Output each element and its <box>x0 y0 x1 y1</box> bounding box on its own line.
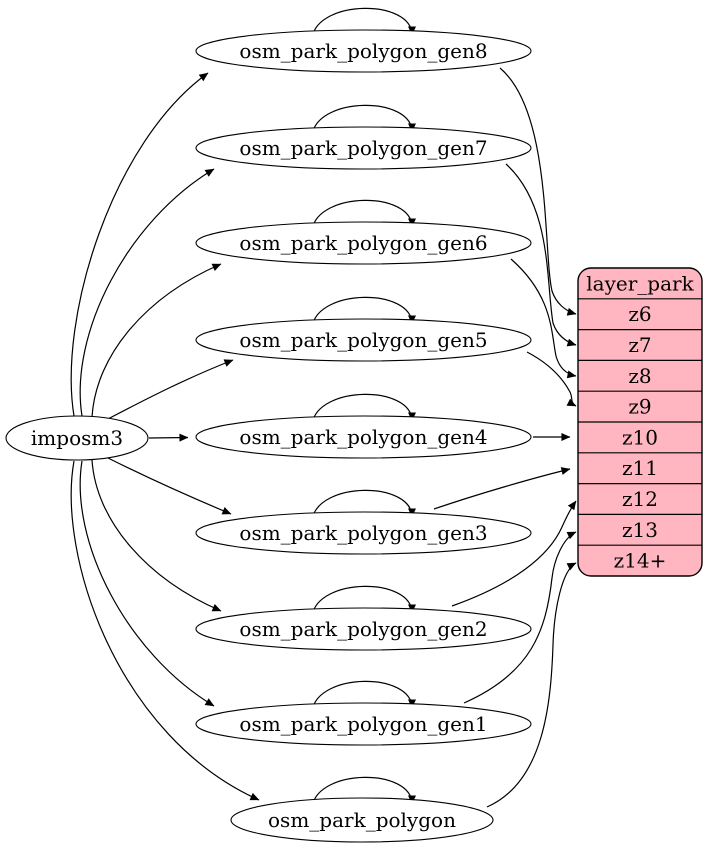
self-loop-gen3 <box>311 489 416 521</box>
gen5-label: osm_park_polygon_gen5 <box>239 328 487 352</box>
self-loop-gen5 <box>311 296 416 328</box>
edge-imposm3-to-gen6 <box>91 263 222 418</box>
polygon-label: osm_park_polygon <box>268 808 456 832</box>
self-loop-polygon <box>311 776 416 808</box>
edge-imposm3-to-gen1 <box>79 460 215 707</box>
imposm3-ellipse <box>5 415 149 461</box>
self-loop-gen7 <box>311 104 416 136</box>
gen2-label: osm_park_polygon_gen2 <box>239 617 487 641</box>
edge-polygon-to-z14 <box>486 562 577 808</box>
self-loop-gen2 <box>311 585 416 617</box>
gen7-ellipse <box>195 126 532 170</box>
edge-imposm3-to-gen3 <box>105 456 232 515</box>
row-z14plus: z14+ <box>614 549 667 573</box>
gen7-label: osm_park_polygon_gen7 <box>239 136 487 160</box>
edge-imposm3-to-gen5 <box>105 359 234 421</box>
node-layer_park: layer_park z6 z7 z8 z9 z10 z11 z12 z13 z… <box>577 267 703 577</box>
gen8-label: osm_park_polygon_gen8 <box>239 39 487 63</box>
gen6-label: osm_park_polygon_gen6 <box>239 231 487 255</box>
row-z11: z11 <box>622 456 658 480</box>
self-loop-gen8 <box>311 7 416 39</box>
row-z7: z7 <box>628 333 651 357</box>
layer-park-title: layer_park <box>586 271 694 295</box>
edge-imposm3-to-gen4 <box>148 433 189 442</box>
node-osm_park_polygon: osm_park_polygon <box>230 797 494 843</box>
edge-imposm3-to-gen8 <box>70 72 209 417</box>
edge-gen2-to-z12 <box>451 500 577 607</box>
gen2-ellipse <box>195 607 532 651</box>
gen4-ellipse <box>195 415 532 459</box>
edge-imposm3-to-gen2 <box>91 459 222 612</box>
gen1-ellipse <box>195 702 532 746</box>
row-z13: z13 <box>622 518 658 542</box>
node-osm_park_polygon_gen2: osm_park_polygon_gen2 <box>195 607 532 651</box>
gen1-label: osm_park_polygon_gen1 <box>239 712 487 736</box>
self-loop-gen4 <box>311 393 416 425</box>
edge-gen1-to-z13 <box>463 531 577 704</box>
node-osm_park_polygon_gen6: osm_park_polygon_gen6 <box>195 221 532 265</box>
gen5-ellipse <box>195 318 532 362</box>
row-z6: z6 <box>628 302 651 326</box>
row-z9: z9 <box>628 395 651 419</box>
polygon-ellipse <box>230 797 494 843</box>
edges-to-layer <box>433 67 577 808</box>
self-loop-gen1 <box>311 680 416 712</box>
edge-imposm3-to-polygon <box>70 460 260 801</box>
node-imposm3: imposm3 <box>5 415 149 461</box>
edge-gen6-to-z8 <box>510 258 577 379</box>
node-osm_park_polygon_gen4: osm_park_polygon_gen4 <box>195 415 532 459</box>
row-z10: z10 <box>622 425 658 449</box>
gen6-ellipse <box>195 221 532 265</box>
gen3-label: osm_park_polygon_gen3 <box>239 521 487 545</box>
edges-from-source <box>70 72 260 801</box>
row-z8: z8 <box>628 364 651 388</box>
row-z12: z12 <box>622 487 658 511</box>
node-osm_park_polygon_gen3: osm_park_polygon_gen3 <box>195 511 532 555</box>
imposm3-label: imposm3 <box>31 426 123 450</box>
gen8-ellipse <box>195 29 532 73</box>
edge-gen7-to-z7 <box>505 163 577 347</box>
edge-gen8-to-z6 <box>499 67 577 316</box>
self-loop-gen6 <box>311 199 416 231</box>
node-osm_park_polygon_gen1: osm_park_polygon_gen1 <box>195 702 532 746</box>
gen4-label: osm_park_polygon_gen4 <box>239 425 487 449</box>
edge-imposm3-to-gen7 <box>79 168 215 417</box>
node-osm_park_polygon_gen5: osm_park_polygon_gen5 <box>195 318 532 362</box>
gen3-ellipse <box>195 511 532 555</box>
node-osm_park_polygon_gen7: osm_park_polygon_gen7 <box>195 126 532 170</box>
node-osm_park_polygon_gen8: osm_park_polygon_gen8 <box>195 29 532 73</box>
edge-gen5-to-z9 <box>526 351 577 407</box>
self-loops <box>311 7 416 808</box>
edge-gen3-to-z11 <box>433 467 571 510</box>
